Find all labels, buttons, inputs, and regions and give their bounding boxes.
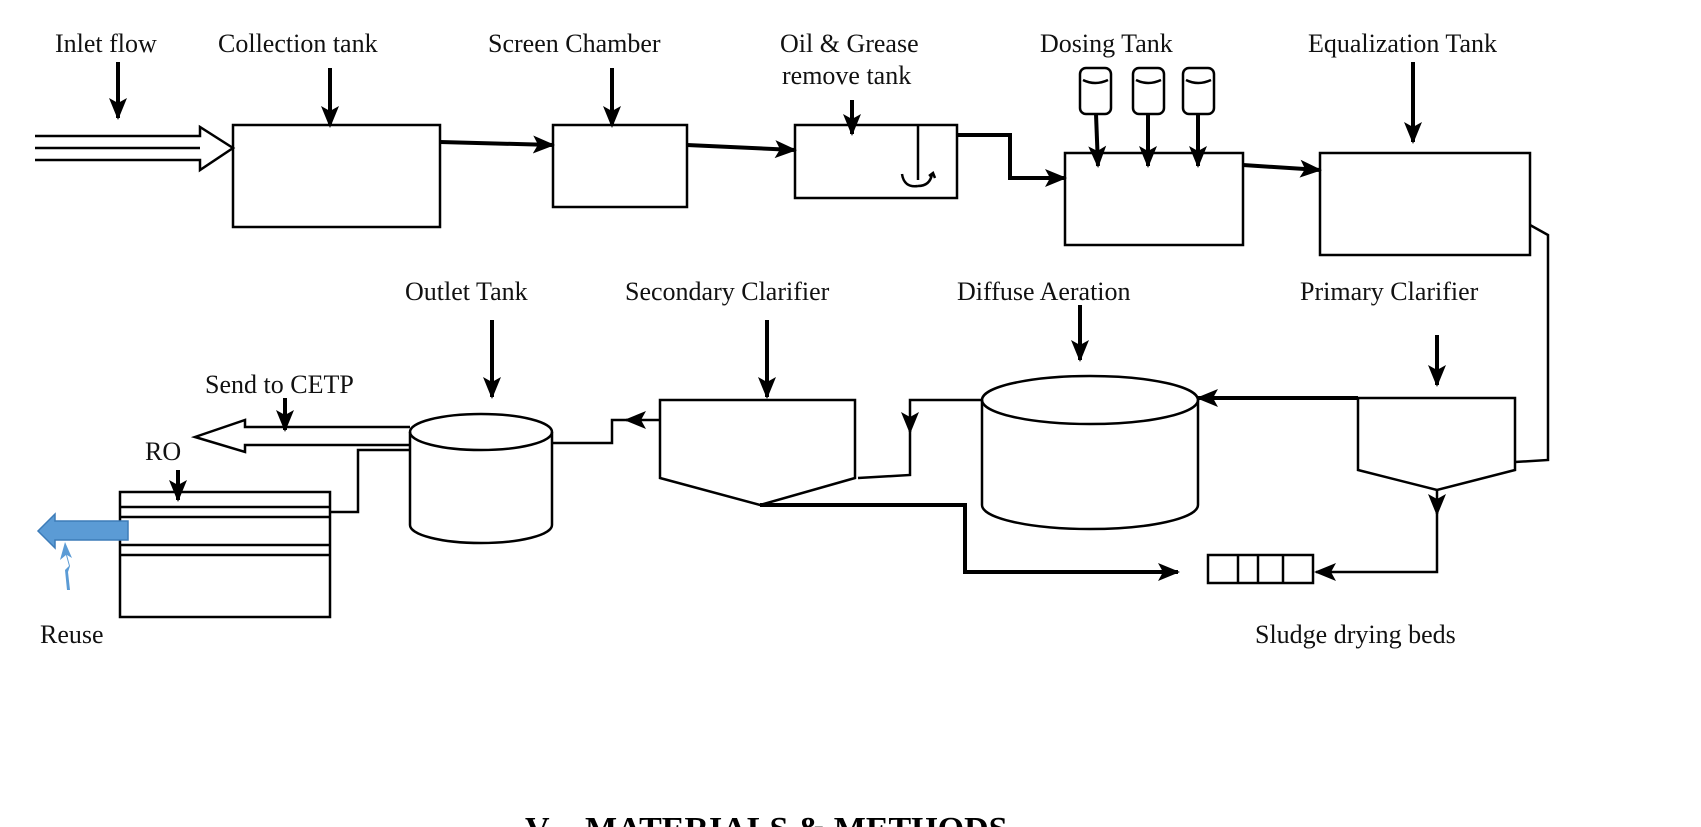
label-dosing-tank: Dosing Tank bbox=[1040, 29, 1173, 58]
section-title: MATERIALS & METHODS bbox=[585, 811, 1008, 827]
label-ro: RO bbox=[145, 437, 181, 466]
diffuse-aeration-tank bbox=[980, 374, 1200, 531]
collection-tank bbox=[231, 123, 442, 229]
label-sludge-drying-beds: Sludge drying beds bbox=[1255, 620, 1456, 649]
oil-grease-tank bbox=[793, 123, 959, 200]
chemical-dosing-container-icon bbox=[1078, 66, 1113, 168]
label-inlet-flow: Inlet flow bbox=[55, 29, 157, 58]
label-screen-chamber: Screen Chamber bbox=[488, 29, 661, 58]
label-oil-grease-2: remove tank bbox=[782, 61, 911, 90]
screen-chamber bbox=[551, 123, 689, 209]
label-send-to-cetp: Send to CETP bbox=[205, 370, 354, 399]
chemical-dosing-container-icon bbox=[1181, 66, 1216, 168]
ro-unit bbox=[118, 490, 332, 619]
label-oil-grease: Oil & Grease bbox=[780, 29, 919, 58]
label-equalization-tank: Equalization Tank bbox=[1308, 29, 1497, 58]
dosing-tank bbox=[1063, 66, 1245, 247]
sludge-drying-beds bbox=[1206, 553, 1315, 585]
secondary-clarifier bbox=[658, 398, 857, 507]
label-secondary-clarifier: Secondary Clarifier bbox=[625, 277, 830, 306]
send-to-cetp-arrow bbox=[190, 418, 410, 454]
outlet-tank bbox=[408, 412, 554, 545]
primary-clarifier bbox=[1356, 396, 1517, 492]
label-primary-clarifier: Primary Clarifier bbox=[1300, 277, 1479, 306]
label-outlet-tank: Outlet Tank bbox=[405, 277, 528, 306]
label-arrows bbox=[109, 62, 1446, 502]
equalization-tank bbox=[1318, 151, 1532, 257]
section-number: V. bbox=[525, 811, 554, 827]
reuse-up-arrow bbox=[60, 542, 72, 590]
label-diffuse-aeration: Diffuse Aeration bbox=[957, 277, 1131, 306]
label-reuse: Reuse bbox=[40, 620, 104, 649]
reuse-output-arrow bbox=[36, 512, 129, 550]
chemical-dosing-container-icon bbox=[1131, 66, 1166, 168]
label-collection-tank: Collection tank bbox=[218, 29, 378, 58]
